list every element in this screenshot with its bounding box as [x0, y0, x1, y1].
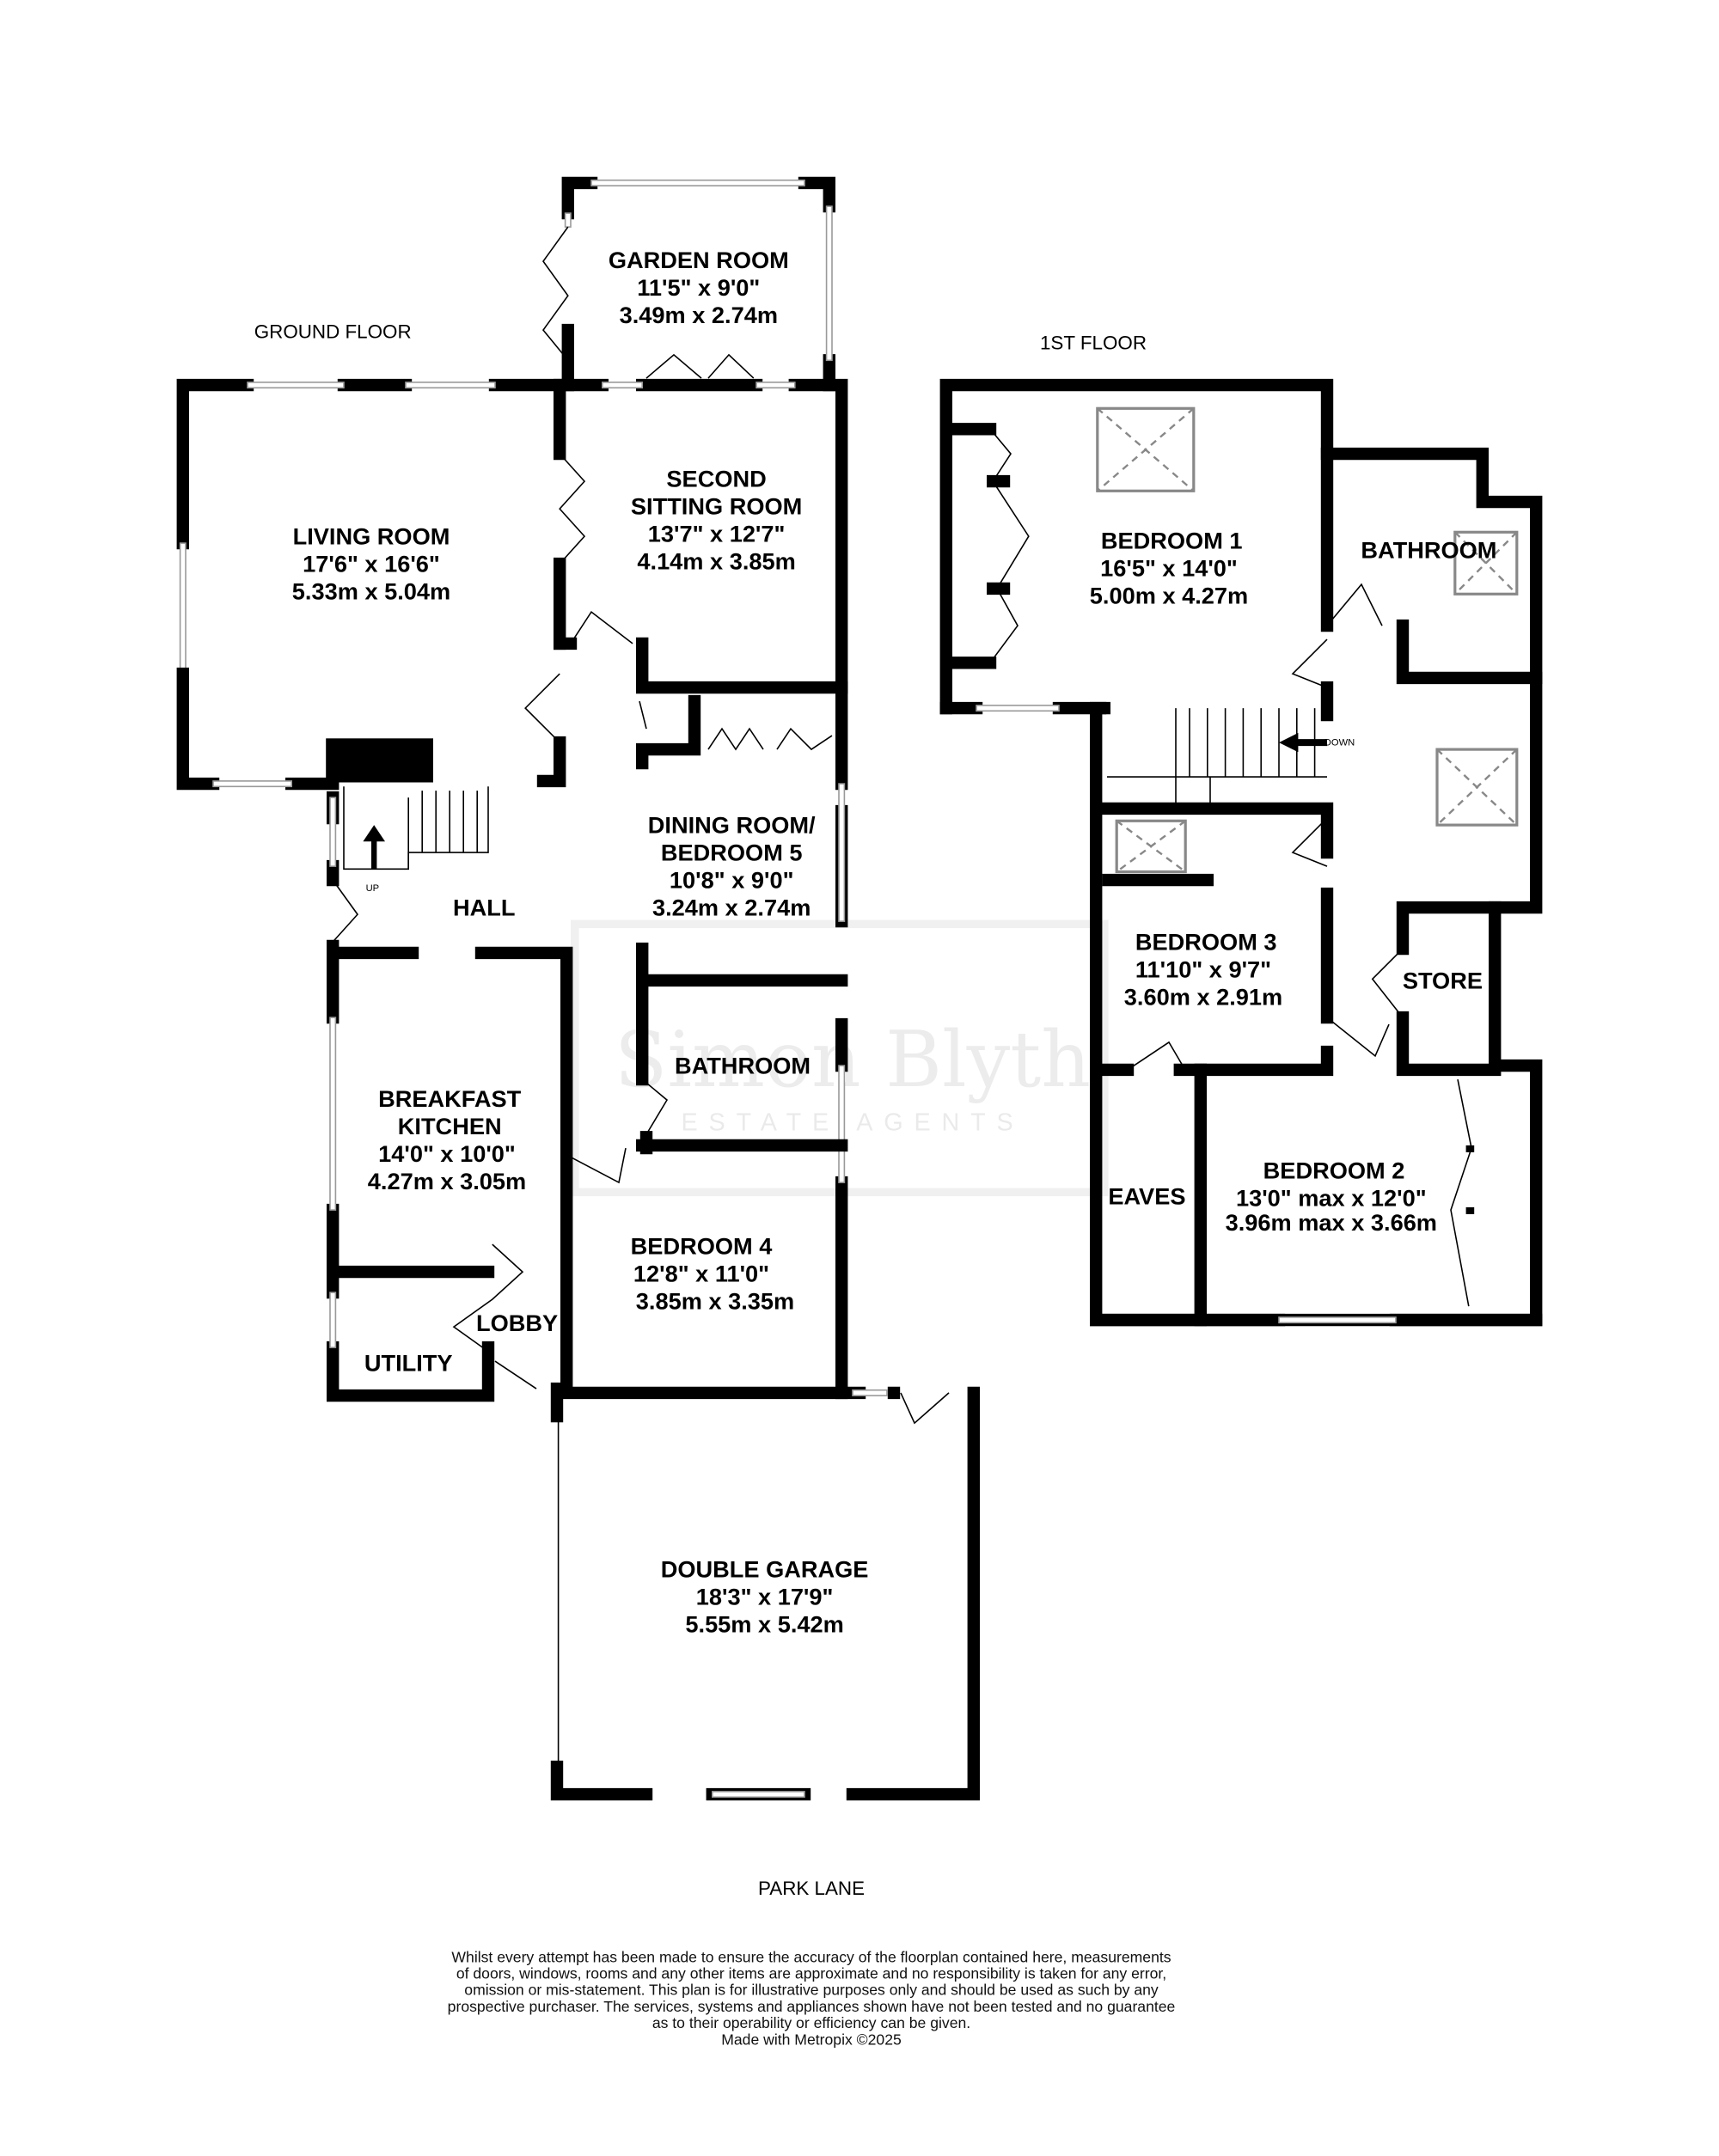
stairs-up-label: UP: [366, 883, 380, 894]
disclaimer-line: Whilst every attempt has been made to en…: [451, 1948, 1171, 1965]
first-floor-title: 1ST FLOOR: [1040, 333, 1147, 354]
disclaimer-line: of doors, windows, rooms and any other i…: [456, 1965, 1166, 1982]
disclaimer-line: prospective purchaser. The services, sys…: [448, 1998, 1176, 2015]
room-breakfast-kitchen: BREAKFAST KITCHEN 14'0" x 10'0" 4.27m x …: [368, 1085, 526, 1194]
room-eaves: EAVES: [1108, 1183, 1185, 1210]
room-living-room: LIVING ROOM 17'6" x 16'6" 5.33m x 5.04m: [292, 523, 450, 605]
disclaimer-line: as to their operability or efficiency ca…: [652, 2014, 970, 2031]
room-size-imperial: 11'10" x 9'7": [1135, 956, 1271, 983]
room-size-imperial: 17'6" x 16'6": [303, 551, 440, 577]
credit-line: Made with Metropix ©2025: [721, 2031, 902, 2048]
first-floor-doors: [989, 428, 1475, 1307]
room-bedroom-2: BEDROOM 2 13'0" max x 12'0" 3.96m max x …: [1226, 1157, 1437, 1236]
skylights: [1096, 406, 1519, 874]
room-size-metric: 3.60m x 2.91m: [1124, 984, 1282, 1011]
room-utility: UTILITY: [364, 1349, 453, 1376]
staircase-down: DOWN: [1107, 708, 1355, 805]
room-name: GARDEN ROOM: [609, 247, 789, 273]
disclaimer: Whilst every attempt has been made to en…: [448, 1948, 1176, 2048]
room-size-imperial: 14'0" x 10'0": [378, 1140, 516, 1167]
room-lobby: LOBBY: [476, 1310, 558, 1336]
room-name: DOUBLE GARAGE: [661, 1555, 869, 1582]
first-floor-walls: [939, 378, 1543, 1327]
room-size-metric: 5.33m x 5.04m: [292, 578, 450, 605]
room-size-imperial: 12'8" x 11'0": [633, 1260, 769, 1286]
room-size-imperial: 18'3" x 17'9": [696, 1583, 834, 1609]
room-second-sitting-room: SECOND SITTING ROOM 13'7" x 12'7" 4.14m …: [631, 466, 802, 575]
room-size-metric: 3.24m x 2.74m: [652, 895, 811, 921]
room-size-imperial: 13'0" max x 12'0": [1236, 1184, 1427, 1211]
stairs-down-label: DOWN: [1324, 737, 1355, 748]
room-name: BEDROOM 4: [631, 1232, 773, 1259]
room-size-metric: 5.00m x 4.27m: [1090, 583, 1248, 609]
ground-floor-walls: [176, 176, 980, 1801]
room-hall: HALL: [453, 895, 515, 921]
watermark-tagline: ESTATE AGENTS: [682, 1109, 1025, 1136]
room-bedroom-1: BEDROOM 1 16'5" x 14'0" 5.00m x 4.27m: [1090, 528, 1248, 609]
room-bedroom-4: BEDROOM 4 12'8" x 11'0" 3.85m x 3.35m: [631, 1232, 795, 1314]
room-name: SECOND: [666, 466, 766, 492]
street-label: PARK LANE: [758, 1878, 865, 1899]
room-name: BEDROOM 1: [1101, 528, 1243, 554]
watermark-name: Simon Blyth: [615, 1016, 1091, 1105]
room-size-imperial: 13'7" x 12'7": [648, 521, 786, 547]
room-name: LIVING ROOM: [293, 523, 450, 550]
room-size-metric: 5.55m x 5.42m: [685, 1610, 843, 1637]
fireplace: [326, 738, 433, 783]
room-name: KITCHEN: [398, 1113, 502, 1139]
room-store: STORE: [1403, 968, 1483, 994]
room-name: DINING ROOM/: [648, 812, 816, 839]
room-size-imperial: 10'8" x 9'0": [670, 867, 794, 894]
ground-floor-doors: [332, 226, 950, 1425]
room-size-metric: 3.96m max x 3.66m: [1226, 1209, 1437, 1236]
room-double-garage: DOUBLE GARAGE 18'3" x 17'9" 5.55m x 5.42…: [661, 1555, 869, 1637]
room-size-imperial: 11'5" x 9'0": [637, 274, 760, 301]
disclaimer-line: omission or mis-statement. This plan is …: [464, 1982, 1159, 1999]
staircase-up: UP: [343, 786, 489, 894]
room-size-metric: 4.14m x 3.85m: [637, 548, 795, 575]
room-bathroom-ground: BATHROOM: [675, 1053, 811, 1079]
room-name: BEDROOM 3: [1135, 929, 1277, 956]
room-size-metric: 4.27m x 3.05m: [368, 1168, 526, 1194]
room-name: BEDROOM 2: [1263, 1157, 1405, 1183]
room-name: SITTING ROOM: [631, 493, 802, 520]
arrow-down-icon: [1279, 732, 1299, 753]
room-size-imperial: 16'5" x 14'0": [1100, 555, 1238, 582]
room-name: BREAKFAST: [378, 1085, 522, 1112]
room-dining-room: DINING ROOM/ BEDROOM 5 10'8" x 9'0" 3.24…: [648, 812, 816, 921]
arrow-up-icon: [363, 825, 385, 842]
room-garden-room: GARDEN ROOM 11'5" x 9'0" 3.49m x 2.74m: [609, 247, 789, 328]
room-bedroom-3: BEDROOM 3 11'10" x 9'7" 3.60m x 2.91m: [1124, 929, 1282, 1011]
room-size-metric: 3.49m x 2.74m: [620, 302, 778, 328]
room-size-metric: 3.85m x 3.35m: [636, 1287, 794, 1314]
ground-floor-title: GROUND FLOOR: [254, 321, 412, 343]
room-bathroom-first: BATHROOM: [1361, 537, 1496, 564]
room-name: BEDROOM 5: [661, 840, 803, 866]
